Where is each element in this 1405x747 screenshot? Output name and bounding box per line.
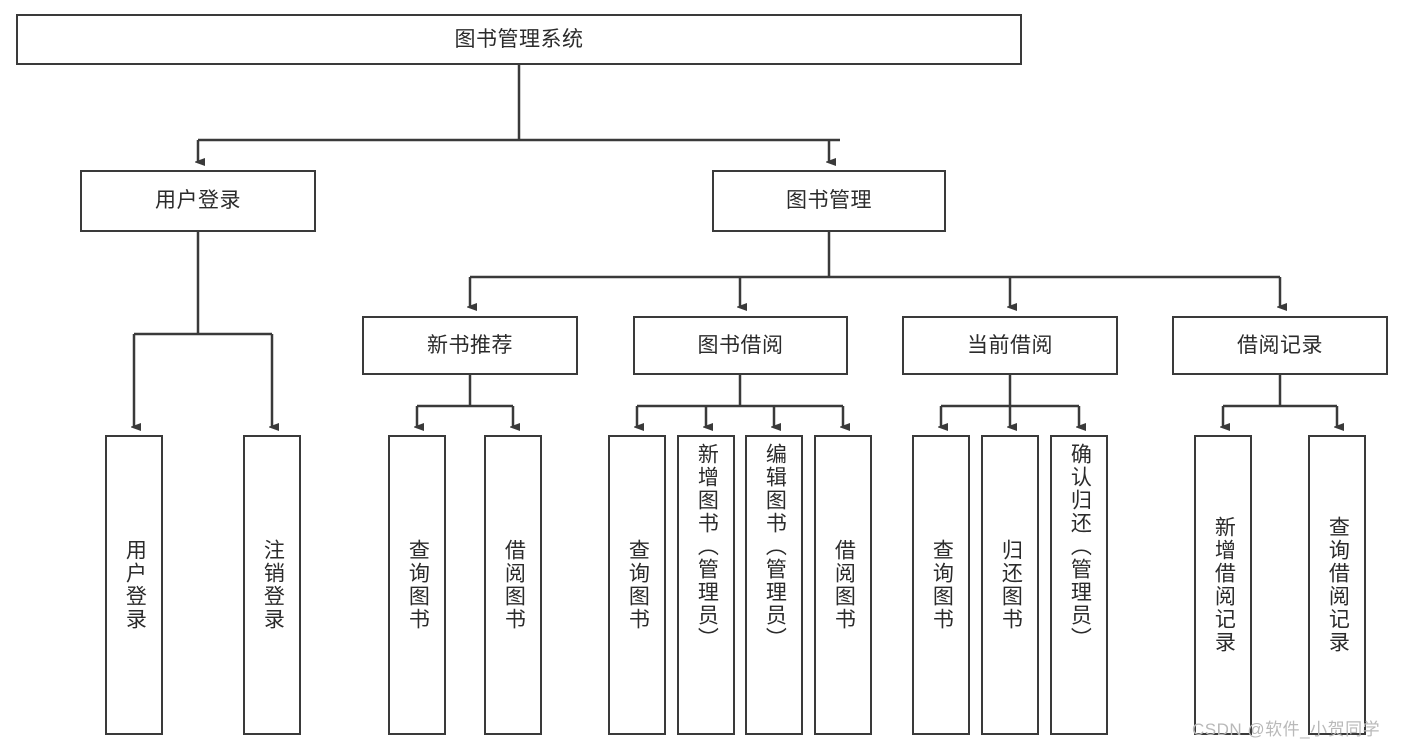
node-book-borrow[interactable]: 图书借阅 [633, 316, 848, 375]
leaf-label: 注销登录 [261, 539, 285, 631]
leaf-label: 查询图书 [626, 539, 650, 631]
leaf-confirm-return[interactable]: 确认归还（管理员） [1050, 435, 1108, 735]
node-current-borrow[interactable]: 当前借阅 [902, 316, 1118, 375]
leaf-label: 新增借阅记录 [1212, 516, 1236, 654]
node-book-management[interactable]: 图书管理 [712, 170, 946, 232]
leaf-query-book-current[interactable]: 查询图书 [912, 435, 970, 735]
leaf-label: 归还图书 [999, 539, 1023, 631]
leaf-user-login[interactable]: 用户登录 [105, 435, 163, 735]
node-label: 借阅记录 [1237, 333, 1323, 357]
leaf-logout[interactable]: 注销登录 [243, 435, 301, 735]
node-borrow-record[interactable]: 借阅记录 [1172, 316, 1388, 375]
leaf-label: 编辑图书（管理员） [763, 443, 787, 650]
node-label: 用户登录 [155, 189, 241, 213]
node-label: 图书管理系统 [454, 27, 584, 51]
node-label: 图书借阅 [697, 333, 784, 357]
leaf-label: 确认归还（管理员） [1068, 443, 1092, 650]
leaf-add-book[interactable]: 新增图书（管理员） [677, 435, 735, 735]
leaf-add-borrow-record[interactable]: 新增借阅记录 [1194, 435, 1252, 735]
node-new-book-recommend[interactable]: 新书推荐 [362, 316, 578, 375]
leaf-query-book-borrow[interactable]: 查询图书 [608, 435, 666, 735]
leaf-borrow-book-recommend[interactable]: 借阅图书 [484, 435, 542, 735]
leaf-label: 用户登录 [123, 539, 147, 631]
leaf-label: 借阅图书 [502, 539, 526, 631]
node-label: 新书推荐 [427, 333, 513, 357]
csdn-watermark: CSDN @软件_小贺同学 [1192, 720, 1381, 739]
leaf-return-book[interactable]: 归还图书 [981, 435, 1039, 735]
node-label: 当前借阅 [967, 333, 1053, 357]
leaf-label: 新增图书（管理员） [695, 443, 719, 650]
leaf-borrow-book[interactable]: 借阅图书 [814, 435, 872, 735]
leaf-label: 借阅图书 [832, 539, 856, 631]
node-book-management-system[interactable]: 图书管理系统 [16, 14, 1022, 65]
leaf-query-book-recommend[interactable]: 查询图书 [388, 435, 446, 735]
leaf-label: 查询图书 [406, 539, 430, 631]
leaf-label: 查询借阅记录 [1326, 516, 1350, 654]
leaf-query-borrow-record[interactable]: 查询借阅记录 [1308, 435, 1366, 735]
leaf-edit-book[interactable]: 编辑图书（管理员） [745, 435, 803, 735]
leaf-label: 查询图书 [930, 539, 954, 631]
node-user-login[interactable]: 用户登录 [80, 170, 316, 232]
node-label: 图书管理 [786, 189, 872, 213]
